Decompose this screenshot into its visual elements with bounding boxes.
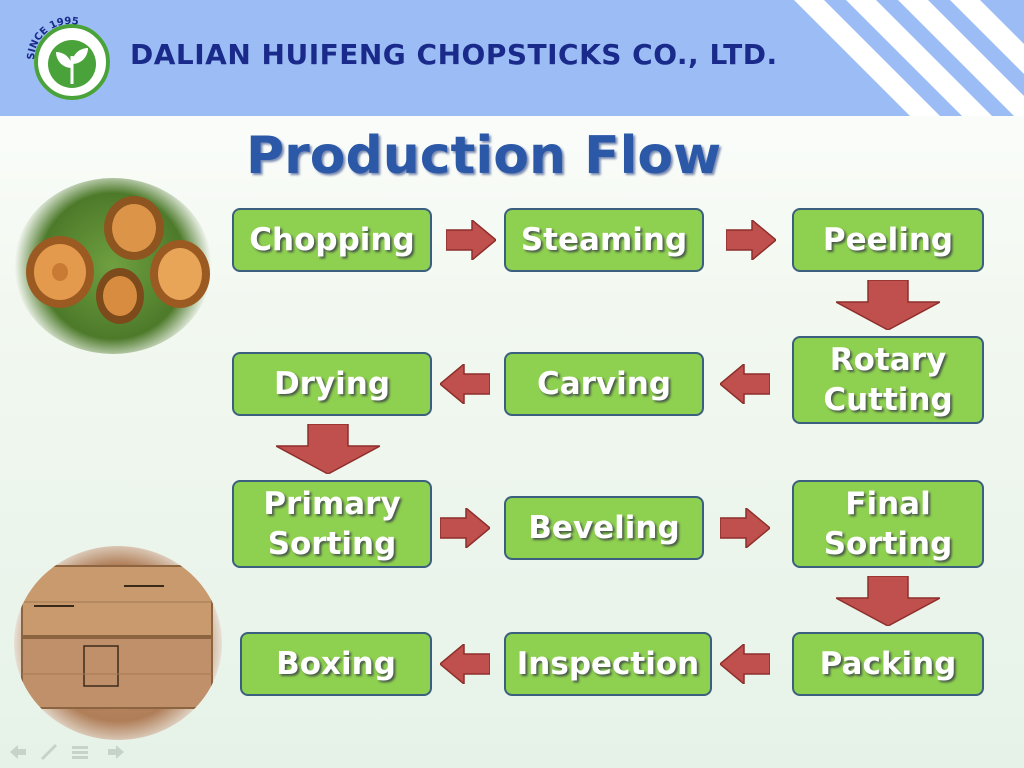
company-logo: SINCE 1995 xyxy=(26,16,110,100)
arrow-left-icon xyxy=(440,364,490,404)
header-banner: SINCE 1995 DALIAN HUIFENG CHOPSTICKS CO.… xyxy=(0,0,1024,116)
arrow-right-icon xyxy=(726,220,776,260)
step-drying: Drying xyxy=(232,352,432,416)
arrow-left-icon xyxy=(440,644,490,684)
step-primary-sorting: Primary Sorting xyxy=(232,480,432,568)
pen-icon[interactable] xyxy=(40,743,58,761)
step-chopping: Chopping xyxy=(232,208,432,272)
step-carving: Carving xyxy=(504,352,704,416)
arrow-left-icon xyxy=(720,644,770,684)
step-steaming: Steaming xyxy=(504,208,704,272)
slide-nav-controls xyxy=(10,743,124,761)
menu-icon[interactable] xyxy=(72,746,88,759)
prev-icon[interactable] xyxy=(10,745,26,759)
arrow-right-icon xyxy=(446,220,496,260)
page-title: Production Flow xyxy=(246,126,722,186)
step-boxing: Boxing xyxy=(240,632,432,696)
arrow-right-icon xyxy=(720,508,770,548)
step-inspection: Inspection xyxy=(504,632,712,696)
step-packing: Packing xyxy=(792,632,984,696)
arrow-down-icon xyxy=(836,576,940,626)
arrow-down-icon xyxy=(836,280,940,330)
next-icon[interactable] xyxy=(108,745,124,759)
arrow-down-icon xyxy=(276,424,380,474)
step-rotary-cutting: Rotary Cutting xyxy=(792,336,984,424)
diagonal-stripes-decoration xyxy=(794,0,1024,116)
step-beveling: Beveling xyxy=(504,496,704,560)
step-final-sorting: Final Sorting xyxy=(792,480,984,568)
arrow-right-icon xyxy=(440,508,490,548)
arrow-left-icon xyxy=(720,364,770,404)
wood-logs-photo xyxy=(14,178,212,354)
company-name: DALIAN HUIFENG CHOPSTICKS CO., LTD. xyxy=(130,38,778,71)
step-peeling: Peeling xyxy=(792,208,984,272)
cardboard-boxes-photo xyxy=(14,546,222,740)
